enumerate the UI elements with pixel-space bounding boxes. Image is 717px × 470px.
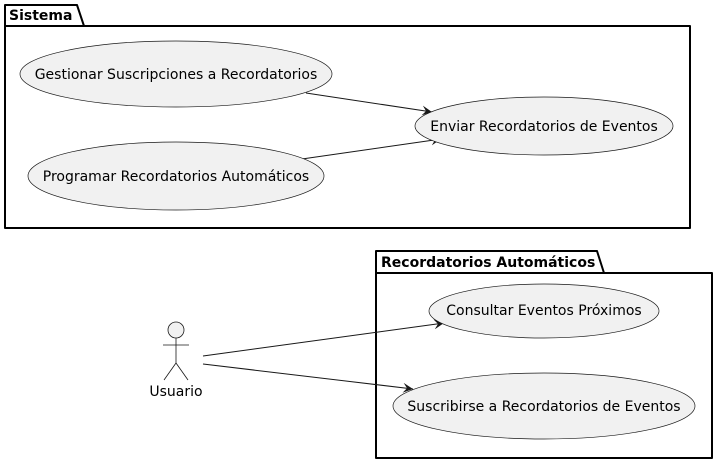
package-recordatorios-label: Recordatorios Automáticos [381,255,595,271]
use-case-suscribirse-label: Suscribirse a Recordatorios de Eventos [407,399,680,415]
relation-gestionar-to-enviar [305,92,433,116]
use-case-enviar: Enviar Recordatorios de Eventos [414,96,674,156]
actor-usuario-label: Usuario [149,384,202,400]
use-case-enviar-label: Enviar Recordatorios de Eventos [430,119,658,135]
use-case-consultar-label: Consultar Eventos Próximos [446,303,641,319]
package-sistema-label: Sistema [9,8,72,24]
relation-programar-to-enviar [301,135,442,160]
use-case-consultar: Consultar Eventos Próximos [428,283,660,339]
relation-usuario-to-consultar [202,319,445,357]
relations [202,92,445,393]
actor-stick-figure-icon [163,321,189,381]
use-case-suscribirse: Suscribirse a Recordatorios de Eventos [392,372,696,440]
use-case-programar: Programar Recordatorios Automáticos [27,141,325,211]
use-case-gestionar: Gestionar Suscripciones a Recordatorios [19,40,333,108]
relation-usuario-to-suscribirse [202,363,414,393]
use-case-programar-label: Programar Recordatorios Automáticos [43,169,309,185]
actor-usuario: Usuario [149,321,203,400]
use-case-gestionar-label: Gestionar Suscripciones a Recordatorios [35,67,318,83]
